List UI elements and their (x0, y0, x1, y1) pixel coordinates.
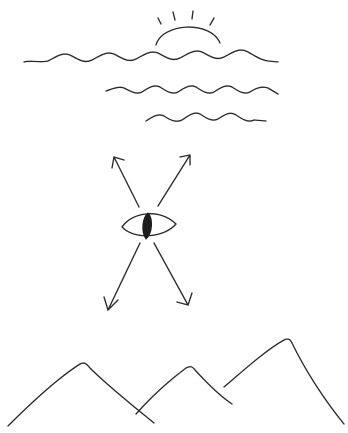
mountain-right (224, 339, 344, 424)
wave-line-3 (146, 113, 266, 121)
arrow-up-left-shaft (114, 157, 139, 207)
mountains-icon (8, 339, 344, 426)
arrows-up (112, 155, 190, 207)
sun-icon (156, 11, 220, 45)
wave-line-2 (106, 86, 278, 94)
sun-ray (173, 12, 175, 20)
arrow-down-right-shaft (154, 243, 188, 305)
arrow-down-left-shaft (108, 243, 140, 310)
sun-ray (192, 11, 193, 19)
sun-ray (210, 18, 214, 25)
mountain-middle (136, 367, 232, 414)
arrows-down (104, 243, 192, 310)
mountain-left (8, 363, 154, 426)
sun-arc (156, 27, 220, 45)
sun-ray (158, 18, 161, 24)
wave-line-1 (24, 50, 278, 62)
water-waves (24, 50, 278, 121)
arrow-up-right-shaft (158, 155, 190, 206)
eye-icon (122, 213, 176, 239)
